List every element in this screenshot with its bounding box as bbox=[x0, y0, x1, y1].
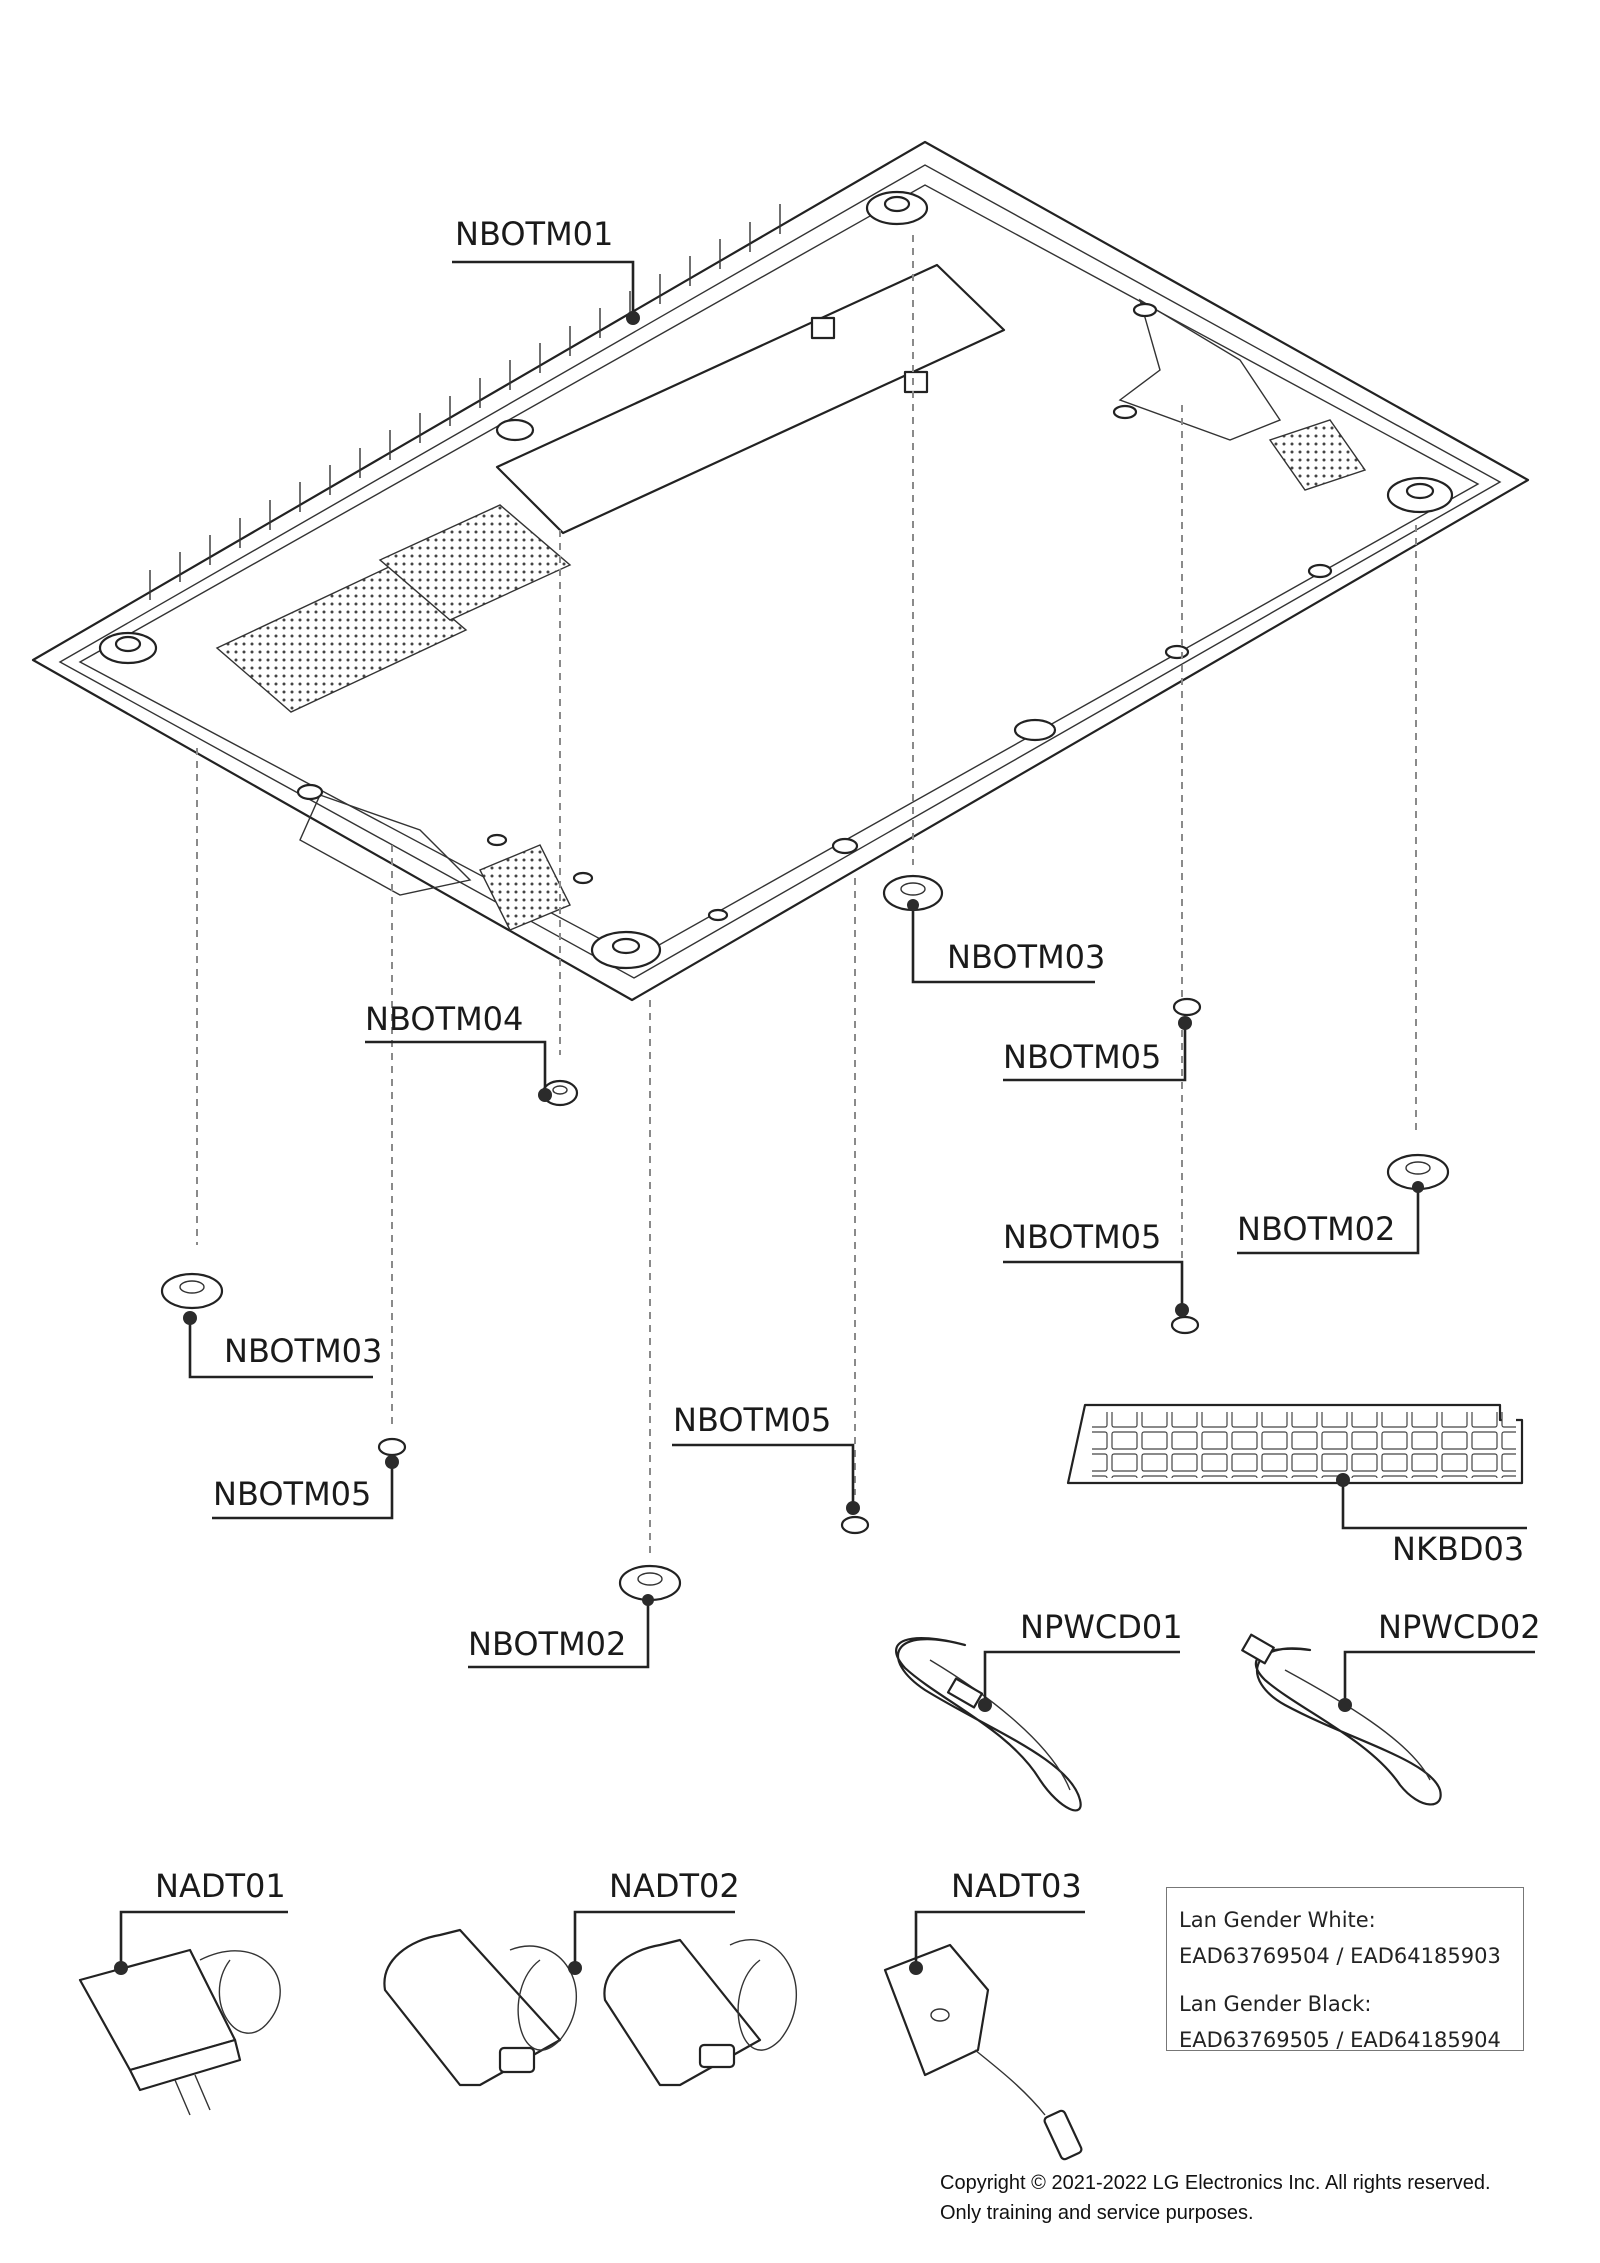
adapter-nadt02-b bbox=[603, 1938, 797, 2087]
callout-nbotm03-left: NBOTM03 bbox=[183, 1311, 382, 1379]
callout-nadt03: NADT03 bbox=[909, 1867, 1085, 1975]
label-nbotm03-upper: NBOTM03 bbox=[947, 938, 1105, 976]
callout-nadt02: NADT02 bbox=[568, 1867, 740, 1975]
label-nbotm04: NBOTM04 bbox=[365, 1000, 523, 1038]
callout-nbotm05-mid: NBOTM05 bbox=[1003, 1218, 1189, 1317]
callout-nbotm03-upper: NBOTM03 bbox=[907, 899, 1105, 984]
lan-gender-black-label: Lan Gender Black: bbox=[1179, 1992, 1372, 2016]
adapter-nadt01 bbox=[78, 1948, 281, 2116]
label-nbotm05-center: NBOTM05 bbox=[673, 1401, 831, 1439]
callout-nkbd03: NKBD03 bbox=[1336, 1473, 1527, 1568]
lan-gender-white-label: Lan Gender White: bbox=[1179, 1908, 1376, 1932]
rubber-foot-nbotm05-center bbox=[840, 1515, 870, 1535]
label-npwcd02: NPWCD02 bbox=[1378, 1608, 1541, 1646]
label-nbotm05-upper: NBOTM05 bbox=[1003, 1038, 1161, 1076]
guide-lines bbox=[196, 235, 1417, 1555]
copyright-text: Copyright © 2021-2022 LG Electronics Inc… bbox=[940, 2172, 1491, 2194]
label-nbotm03-left: NBOTM03 bbox=[224, 1332, 382, 1370]
callout-nbotm02-right: NBOTM02 bbox=[1237, 1181, 1424, 1255]
label-nadt02: NADT02 bbox=[609, 1867, 740, 1905]
footer-copyright: Copyright © 2021-2022 LG Electronics Inc… bbox=[940, 2168, 1580, 2228]
label-nbotm02-right: NBOTM02 bbox=[1237, 1210, 1395, 1248]
lan-gender-black-codes: EAD63769505 / EAD64185904 bbox=[1179, 2028, 1501, 2052]
rubber-foot-nbotm03-left bbox=[160, 1272, 224, 1310]
callout-nbotm05-upper: NBOTM05 bbox=[1003, 1016, 1192, 1082]
label-nbotm05-left: NBOTM05 bbox=[213, 1475, 371, 1513]
label-nbotm02-center: NBOTM02 bbox=[468, 1625, 626, 1663]
label-nadt03: NADT03 bbox=[951, 1867, 1082, 1905]
label-nbotm05-mid: NBOTM05 bbox=[1003, 1218, 1161, 1256]
rubber-foot-nbotm05-upper bbox=[1172, 997, 1202, 1017]
callout-nbotm05-center: NBOTM05 bbox=[672, 1401, 860, 1515]
usage-note: Only training and service purposes. bbox=[940, 2202, 1254, 2224]
lan-gender-white-codes: EAD63769504 / EAD64185903 bbox=[1179, 1944, 1501, 1968]
callout-nadt01: NADT01 bbox=[114, 1867, 288, 1975]
callout-nbotm05-left: NBOTM05 bbox=[212, 1455, 399, 1520]
callout-nbotm02-center: NBOTM02 bbox=[468, 1594, 654, 1669]
callout-nbotm01: NBOTM01 bbox=[452, 215, 640, 325]
keyboard bbox=[1066, 1403, 1524, 1485]
power-cord-npwcd01 bbox=[895, 1636, 1082, 1812]
callout-npwcd01: NPWCD01 bbox=[978, 1608, 1183, 1712]
callout-nbotm04: NBOTM04 bbox=[365, 1000, 552, 1102]
rubber-foot-nbotm05-mid bbox=[1170, 1315, 1200, 1335]
rubber-foot-nbotm04 bbox=[541, 1079, 579, 1107]
label-npwcd01: NPWCD01 bbox=[1020, 1608, 1183, 1646]
lan-gender-info-box: Lan Gender White: EAD63769504 / EAD64185… bbox=[1166, 1887, 1524, 2052]
adapter-nadt02-a bbox=[383, 1928, 578, 2087]
bottom-case bbox=[31, 140, 1530, 1002]
rubber-foot-nbotm05-left bbox=[377, 1437, 407, 1457]
lan-gender-nadt03 bbox=[883, 1943, 1083, 2161]
label-nbotm01: NBOTM01 bbox=[455, 215, 613, 253]
label-nadt01: NADT01 bbox=[155, 1867, 286, 1905]
callout-npwcd02: NPWCD02 bbox=[1338, 1608, 1541, 1712]
label-nkbd03: NKBD03 bbox=[1392, 1530, 1524, 1568]
power-cord-npwcd02 bbox=[1241, 1633, 1442, 1806]
